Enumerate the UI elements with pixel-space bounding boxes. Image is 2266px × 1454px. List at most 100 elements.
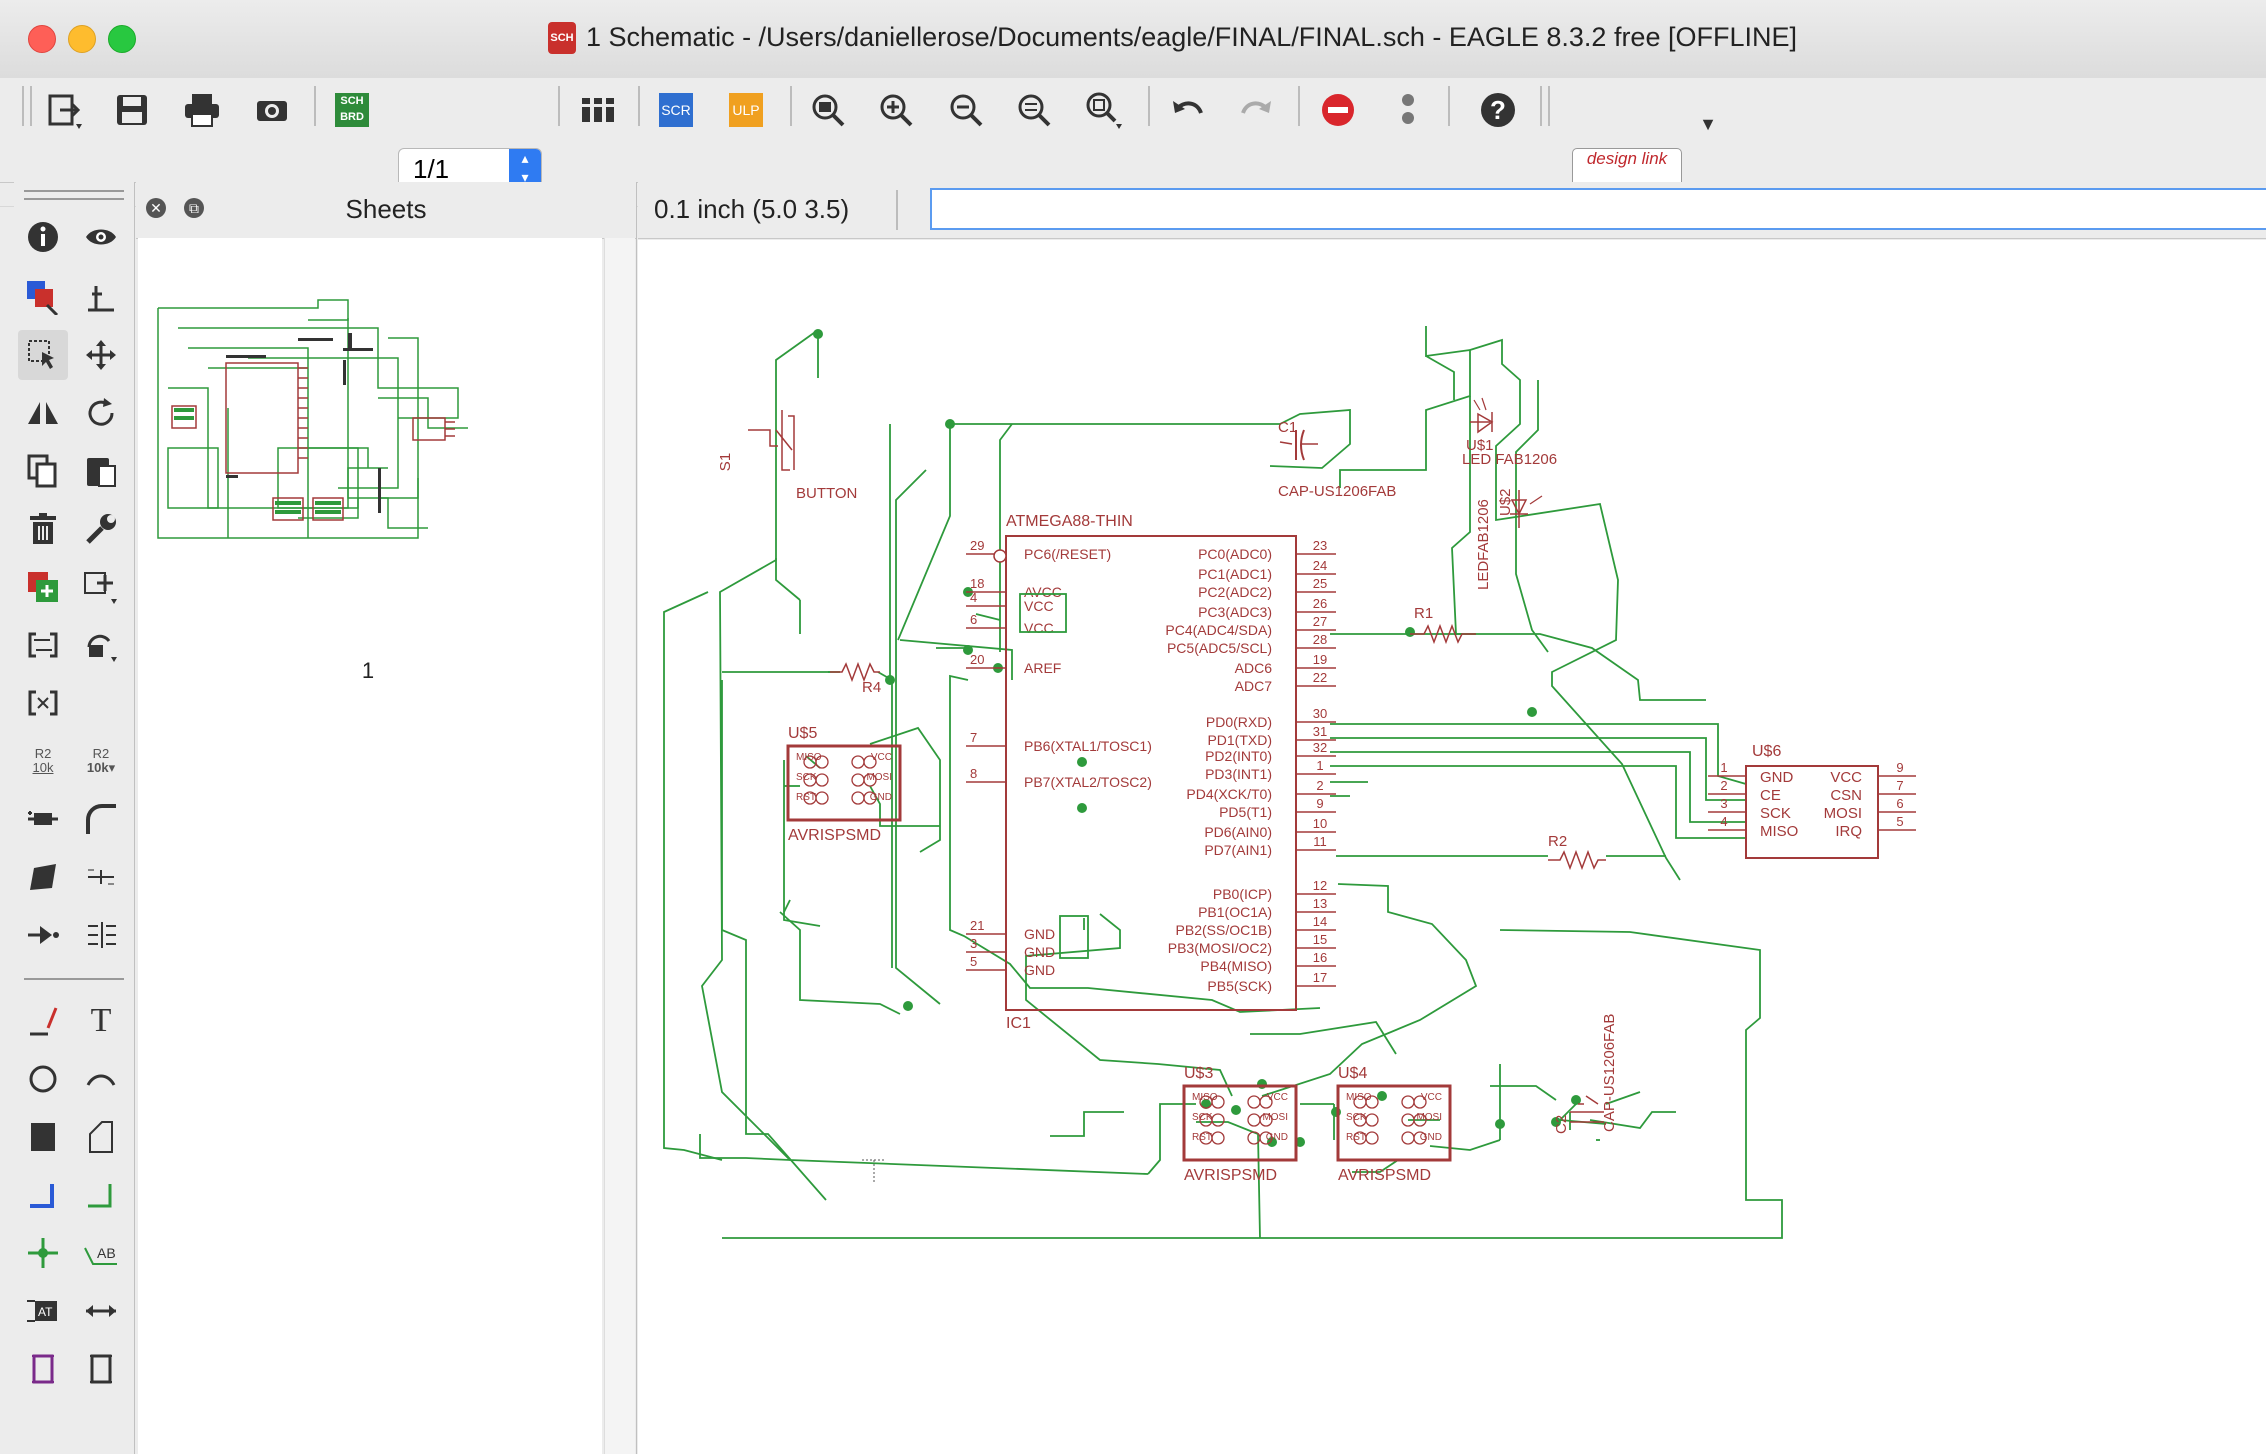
open-menu-icon[interactable] bbox=[40, 86, 88, 134]
pin-swap-icon[interactable] bbox=[18, 678, 68, 728]
toolbar-separator bbox=[1540, 86, 1542, 126]
net-wire bbox=[1559, 1103, 1577, 1121]
rotate-icon[interactable] bbox=[76, 388, 126, 438]
copy-icon[interactable] bbox=[18, 446, 68, 496]
replace-part-icon[interactable] bbox=[76, 562, 126, 612]
sheet-thumbnail[interactable] bbox=[148, 298, 598, 638]
text-icon[interactable]: T bbox=[90, 1002, 112, 1039]
show-eye-icon[interactable] bbox=[76, 212, 126, 262]
close-window-button[interactable] bbox=[28, 25, 56, 53]
cam-processor-icon[interactable] bbox=[248, 86, 296, 134]
route-airwire-icon[interactable] bbox=[18, 910, 68, 960]
display-layers-icon[interactable] bbox=[18, 272, 68, 322]
align-icon[interactable] bbox=[76, 910, 126, 960]
u6-pin-number: 9 bbox=[1896, 760, 1903, 775]
u3-pin-ring bbox=[1259, 1131, 1273, 1145]
polygon-icon[interactable] bbox=[76, 1112, 126, 1162]
net-wire bbox=[1025, 913, 1233, 1097]
invoke-gate-icon[interactable] bbox=[76, 620, 126, 670]
ic1-pin-number: 27 bbox=[1313, 614, 1327, 629]
swap-gate-icon[interactable] bbox=[18, 620, 68, 670]
bus-icon[interactable] bbox=[18, 1170, 68, 1220]
zoom-fit-icon[interactable] bbox=[804, 86, 852, 134]
help-icon[interactable]: ? bbox=[1474, 86, 1522, 134]
attribute-icon[interactable]: AT bbox=[18, 1286, 68, 1336]
schematic-drawing[interactable]: ATMEGA88-THINIC129PC6(/RESET)18AVCC4VCC6… bbox=[638, 240, 2266, 1454]
change-wrench-icon[interactable] bbox=[76, 504, 126, 554]
go-icon[interactable] bbox=[1384, 86, 1432, 134]
minimize-window-button[interactable] bbox=[68, 25, 96, 53]
sheets-scrollbar[interactable] bbox=[604, 238, 635, 1454]
ic1-pin-name: GND bbox=[1024, 944, 1055, 960]
ic1-pin-number: 7 bbox=[970, 730, 977, 745]
net-wire bbox=[869, 726, 941, 853]
draw-line-icon[interactable] bbox=[18, 996, 68, 1046]
u5-pin-label: MOSI bbox=[866, 772, 892, 783]
c2-value: CAP-US1206FAB bbox=[1601, 1014, 1618, 1132]
mirror-icon[interactable] bbox=[18, 388, 68, 438]
add-part-icon[interactable] bbox=[18, 562, 68, 612]
undo-icon[interactable] bbox=[1164, 86, 1212, 134]
net-wire bbox=[663, 591, 723, 1161]
split-icon[interactable] bbox=[18, 852, 68, 902]
close-panel-icon[interactable]: ✕ bbox=[146, 198, 166, 218]
move-icon[interactable] bbox=[76, 330, 126, 380]
save-icon[interactable] bbox=[108, 86, 156, 134]
ic1-pin-name: PB6(XTAL1/TOSC1) bbox=[1024, 738, 1152, 754]
u4-pin-label: MISO bbox=[1346, 1092, 1372, 1103]
delete-icon[interactable] bbox=[18, 504, 68, 554]
smash-icon[interactable] bbox=[18, 794, 68, 844]
print-icon[interactable] bbox=[178, 86, 226, 134]
ic1-pin-name: PD1(TXD) bbox=[1207, 732, 1272, 748]
redo-icon[interactable] bbox=[1232, 86, 1280, 134]
stop-icon[interactable] bbox=[1314, 86, 1362, 134]
arc-icon[interactable] bbox=[76, 1054, 126, 1104]
net-wire bbox=[899, 639, 1013, 680]
mark-icon[interactable] bbox=[76, 272, 126, 322]
select-group-icon[interactable] bbox=[18, 330, 68, 380]
zoom-in-icon[interactable] bbox=[872, 86, 920, 134]
zoom-window-button[interactable] bbox=[108, 25, 136, 53]
net-wire bbox=[1050, 1111, 1124, 1137]
net-wire bbox=[775, 558, 801, 601]
u3-pin-label: MOSI bbox=[1262, 1112, 1288, 1123]
command-line-input[interactable] bbox=[930, 188, 2266, 230]
zoom-previous-icon[interactable] bbox=[1010, 86, 1058, 134]
ulp-icon[interactable]: ULP bbox=[722, 86, 770, 134]
paste-icon[interactable] bbox=[76, 446, 126, 496]
zoom-select-icon[interactable] bbox=[1080, 86, 1128, 134]
u3-pin-label: GND bbox=[1266, 1132, 1288, 1143]
script-icon[interactable]: SCR bbox=[652, 86, 700, 134]
u5-body bbox=[786, 744, 902, 822]
junction-icon[interactable] bbox=[18, 1228, 68, 1278]
net-icon[interactable] bbox=[76, 1170, 126, 1220]
ic1-pin-number: 25 bbox=[1313, 576, 1327, 591]
zoom-out-icon[interactable] bbox=[942, 86, 990, 134]
net-wire bbox=[1330, 765, 1746, 839]
circle-icon[interactable] bbox=[18, 1054, 68, 1104]
u5-pin-ring bbox=[851, 773, 865, 787]
ic1-pin-number: 20 bbox=[970, 652, 984, 667]
layer-settings-icon[interactable] bbox=[574, 86, 622, 134]
s1-ref: S1 bbox=[717, 453, 734, 471]
sheet-selector[interactable]: 1/1 ▴▾ bbox=[398, 148, 542, 188]
toolbar-separator bbox=[314, 86, 316, 126]
label-icon[interactable]: AB bbox=[76, 1228, 126, 1278]
miter-icon[interactable] bbox=[76, 794, 126, 844]
ic1-pin-number: 12 bbox=[1313, 878, 1327, 893]
design-link-dropdown-icon[interactable]: ▼ bbox=[1699, 113, 1717, 134]
info-icon[interactable] bbox=[18, 212, 68, 262]
switch-to-board-icon[interactable]: SCH BRD bbox=[328, 86, 376, 134]
u3-pin-ring bbox=[1259, 1095, 1273, 1109]
dimension-icon[interactable] bbox=[76, 1286, 126, 1336]
optimize-icon[interactable] bbox=[76, 852, 126, 902]
frame-icon[interactable] bbox=[18, 1344, 68, 1394]
modules-icon[interactable] bbox=[76, 1344, 126, 1394]
sheet-stepper-icon[interactable]: ▴▾ bbox=[509, 149, 541, 187]
rectangle-icon[interactable] bbox=[18, 1112, 68, 1162]
u3-value: AVRISPSMD bbox=[1184, 1167, 1277, 1184]
undock-panel-icon[interactable]: ⧉ bbox=[184, 198, 204, 218]
